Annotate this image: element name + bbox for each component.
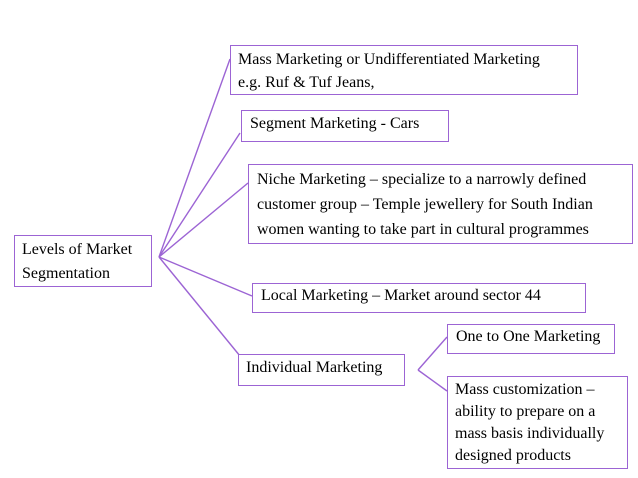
- node-segment-marketing: Segment Marketing - Cars: [241, 110, 449, 142]
- node-mass-marketing: Mass Marketing or Undifferentiated Marke…: [230, 45, 578, 95]
- node-one-to-one-marketing: One to One Marketing: [447, 324, 615, 354]
- connector-root-to-niche-marketing: [158, 182, 249, 258]
- connector-root-to-individual-marketing: [158, 256, 241, 357]
- node-mass-customization: Mass customization – ability to prepare …: [447, 376, 628, 469]
- connector-individual-to-mass-customization: [417, 369, 448, 392]
- node-local-marketing: Local Marketing – Market around sector 4…: [252, 283, 586, 313]
- connector-root-to-mass-marketing: [158, 58, 231, 258]
- connector-individual-to-one-to-one: [417, 336, 448, 371]
- node-niche-marketing: Niche Marketing – specialize to a narrow…: [248, 164, 633, 244]
- node-levels-of-market-segmentation: Levels of Market Segmentation: [14, 235, 152, 287]
- connector-root-to-segment-marketing: [158, 132, 241, 258]
- connector-root-to-local-marketing: [158, 256, 253, 297]
- node-individual-marketing: Individual Marketing: [238, 354, 405, 386]
